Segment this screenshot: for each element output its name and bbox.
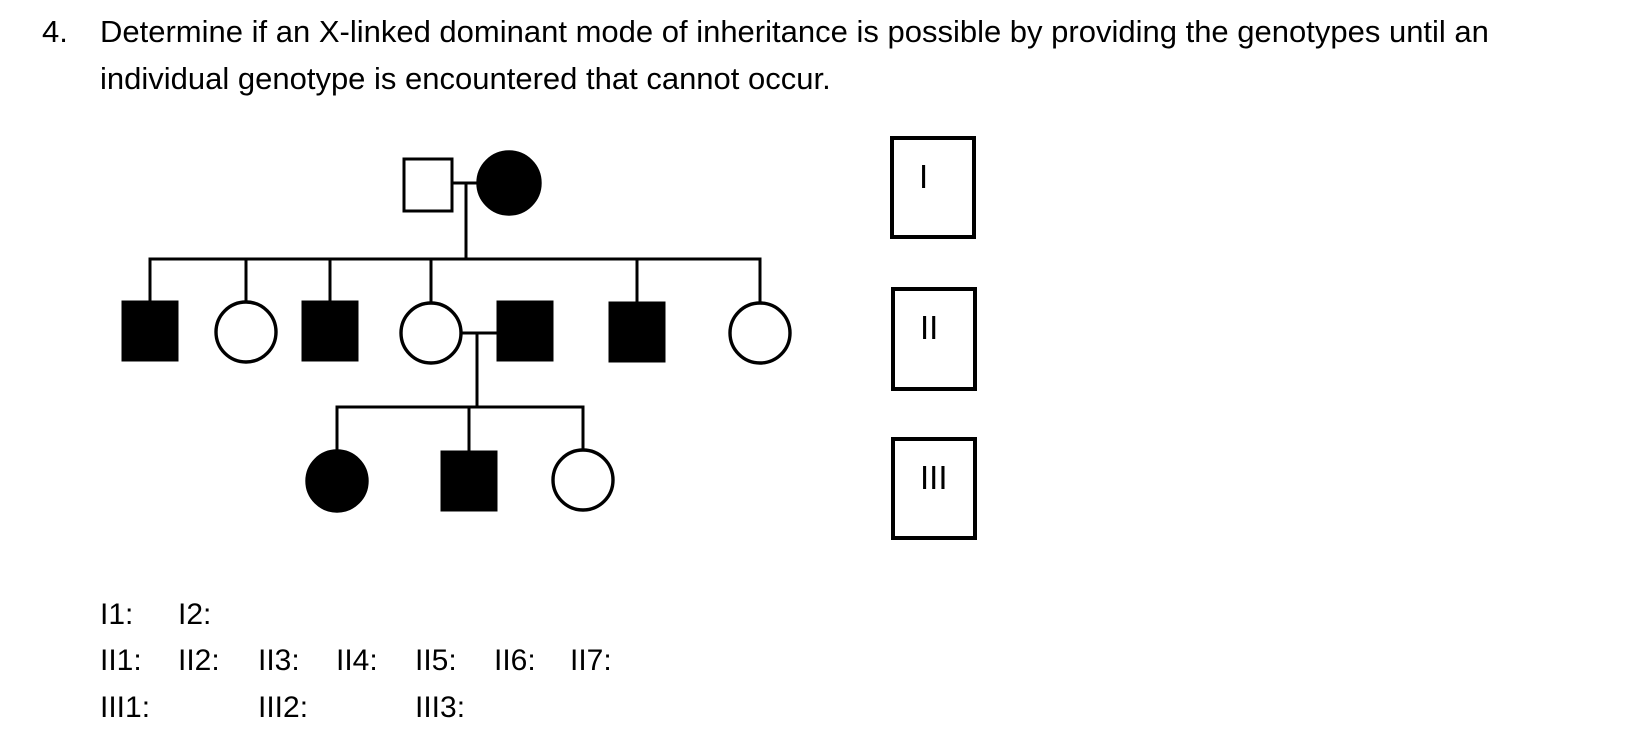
pedigree-individual-II-6-affected-male (608, 301, 666, 363)
answer-blank-II6: II6: (494, 644, 536, 677)
answer-blank-II3: II3: (258, 644, 300, 677)
generation-box-III (891, 437, 977, 540)
answer-blank-II4: II4: (336, 644, 378, 677)
pedigree-individual-III-1-affected-female (305, 449, 369, 513)
answer-blank-I1: I1: (100, 598, 134, 631)
answer-blank-III1: III1: (100, 691, 151, 724)
generation-box-I (890, 136, 976, 239)
question-text: Determine if an X-linked dominant mode o… (100, 8, 1630, 102)
generation-label-III: III (920, 459, 948, 496)
pedigree-individual-II-1-affected-male (121, 300, 179, 362)
generation-box-II (891, 287, 977, 391)
pedigree-individual-II-4-unaffected-female (399, 301, 463, 365)
pedigree-individual-I-2-affected-female (476, 150, 542, 216)
pedigree-individual-III-2-affected-male (440, 450, 498, 512)
pedigree-individual-II-7-unaffected-female (728, 301, 792, 365)
answer-blank-II5: II5: (415, 644, 457, 677)
generation-label-I: I (919, 158, 928, 195)
question-line-2: individual genotype is encountered that … (100, 61, 831, 96)
pedigree-individual-I-1-unaffected-male (402, 157, 454, 213)
answer-blank-II2: II2: (178, 644, 220, 677)
answer-blank-III3: III3: (415, 691, 466, 724)
pedigree-individual-II-5-affected-male (496, 300, 554, 362)
pedigree-individual-II-3-affected-male (301, 300, 359, 362)
answer-blank-II7: II7: (570, 644, 612, 677)
question-line-1: Determine if an X-linked dominant mode o… (100, 14, 1489, 49)
pedigree-individual-III-3-unaffected-female (551, 448, 615, 512)
generation-label-II: II (920, 309, 938, 346)
answer-blank-III2: III2: (258, 691, 309, 724)
answer-blank-I2: I2: (178, 598, 212, 631)
answer-blank-II1: II1: (100, 644, 142, 677)
question-number: 4. (42, 14, 68, 49)
pedigree-individual-II-2-unaffected-female (214, 300, 278, 364)
